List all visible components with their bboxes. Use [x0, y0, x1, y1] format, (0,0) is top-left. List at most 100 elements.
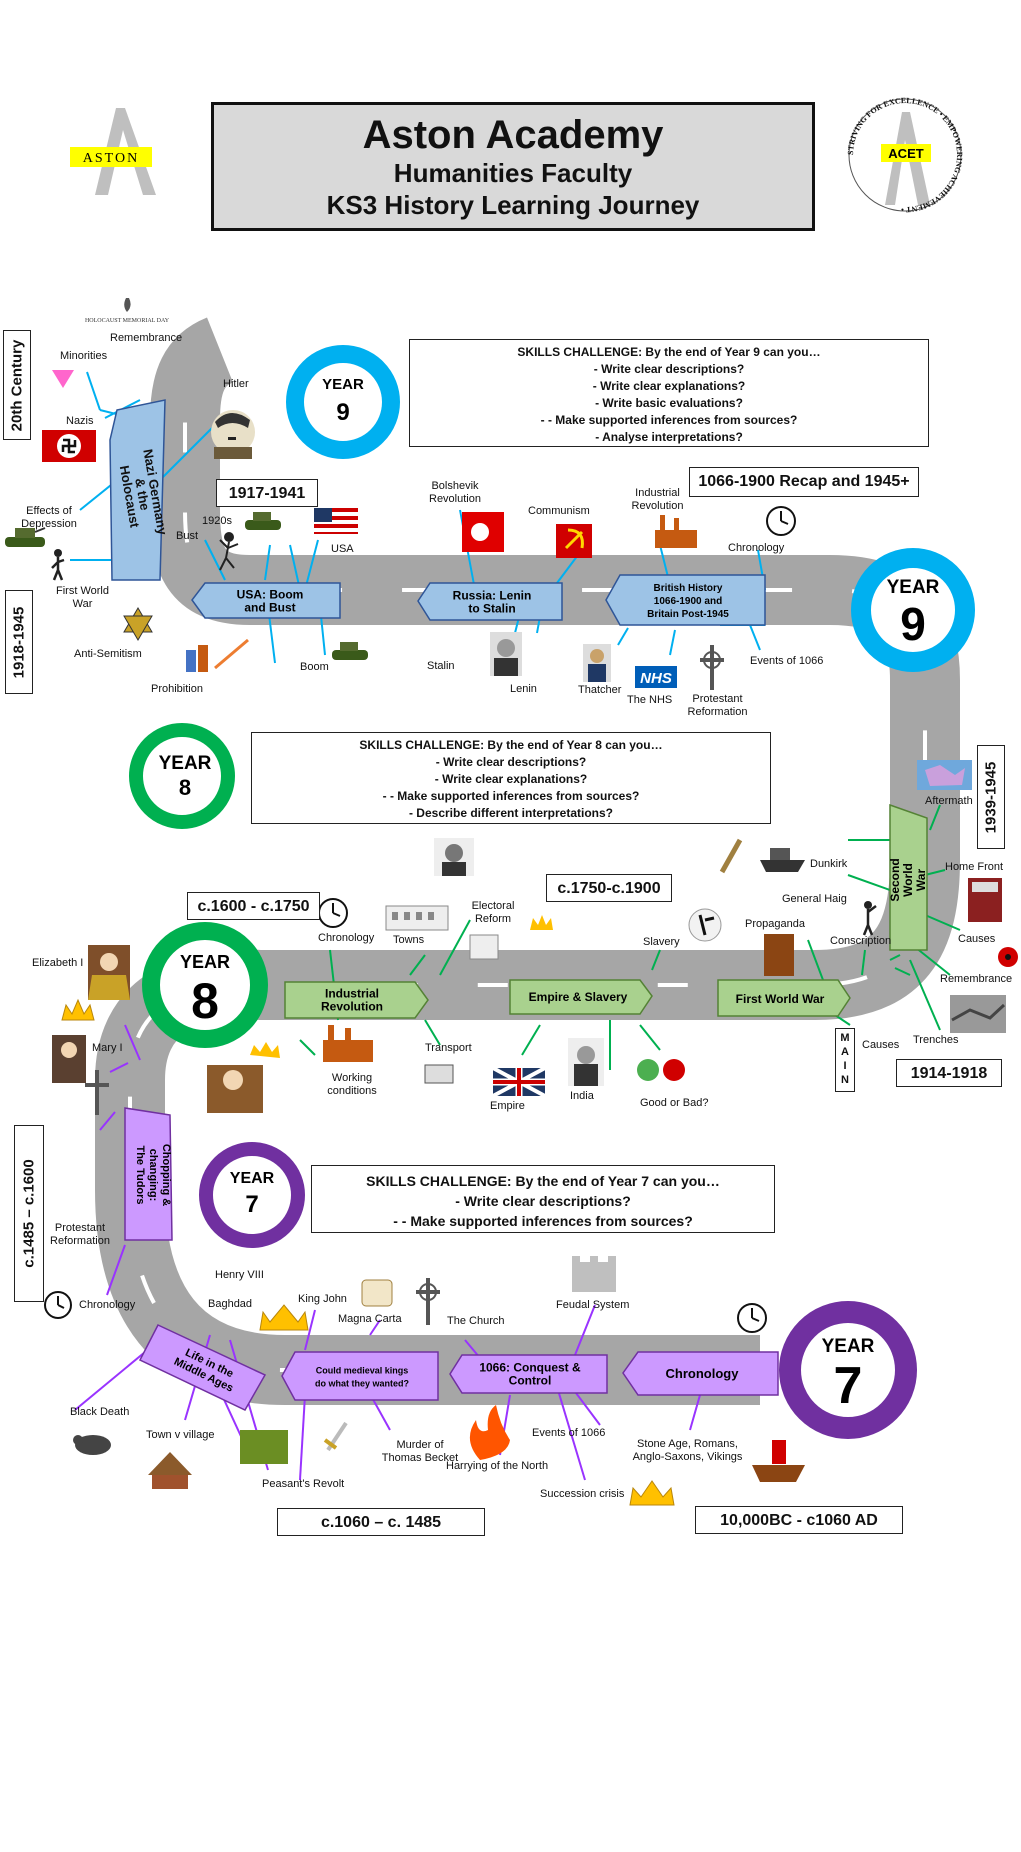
skills-challenge-y9: SKILLS CHALLENGE: By the end of Year 9 c…: [409, 339, 929, 447]
topic-anti-semitism: Anti-Semitism: [74, 648, 142, 660]
topic-black-death: Black Death: [70, 1406, 130, 1418]
unit-tudors-label: Chopping &changing:The Tudors: [134, 1144, 172, 1206]
holocaust-memorial-icon: HOLOCAUST MEMORIAL DAY: [85, 298, 170, 324]
topic-baghdad: Baghdad: [208, 1298, 253, 1310]
topic-protestant-reformation-y7: Protestant Reformation: [50, 1222, 110, 1247]
magna-carta-scroll-icon: [361, 1279, 393, 1307]
castle-icon: [572, 1256, 616, 1292]
skills-y9-item: - Write clear explanations?: [592, 379, 746, 393]
topic-working-conditions: Working conditions: [327, 1072, 377, 1097]
year8-big-badge: YEAR 8: [142, 922, 268, 1048]
crown-icon-tudor: [61, 998, 95, 1021]
henry-viii-portrait-icon: [207, 1042, 280, 1113]
peasants-revolt-icon: [240, 1430, 288, 1464]
tank-icon-boom: [332, 642, 368, 660]
skills-y9-item: - Write basic evaluations?: [595, 396, 743, 410]
topic-chronology-y7: Chronology: [79, 1299, 136, 1311]
topic-good-or-bad: Good or Bad?: [640, 1097, 709, 1109]
topic-magna-carta: Magna Carta: [338, 1313, 402, 1325]
topic-feudal-system: Feudal System: [556, 1299, 630, 1311]
topic-events-1066-y9: Events of 1066: [750, 655, 824, 667]
y8-big-word: YEAR: [180, 952, 230, 972]
unit-nazi-germany[interactable]: Nazi Germany& theHolocaust: [109, 399, 170, 581]
topic-king-john: King John: [298, 1293, 347, 1305]
hitler-portrait-icon: [211, 410, 255, 459]
y8-small-word: YEAR: [159, 753, 212, 774]
topic-1920s: 1920s: [202, 515, 232, 527]
topic-chronology-y8: Chronology: [318, 932, 375, 944]
skills-y8-item: - Write clear explanations?: [434, 772, 588, 786]
topic-causes-ww1: Causes: [862, 1039, 900, 1051]
unit-1066-conquest[interactable]: 1066: Conquest &Control: [449, 1354, 608, 1394]
y7-small-num: 7: [245, 1191, 258, 1218]
thumbs-up-down-icon: [637, 1059, 685, 1081]
soldier-bayonet-icon: [719, 838, 743, 874]
topic-empire: Empire: [490, 1100, 525, 1112]
topic-trenches: Trenches: [913, 1034, 959, 1046]
skills-y8-item: - Describe different interpretations?: [408, 806, 614, 820]
viking-ship-icon: [752, 1440, 805, 1482]
unit-empire-label: Empire & Slavery: [529, 990, 628, 1004]
bottles-icon: [186, 638, 249, 672]
topic-causes-ww2: Causes: [958, 933, 996, 945]
steam-train-icon: [424, 1064, 454, 1084]
unit-first-world-war[interactable]: First World War: [717, 979, 851, 1017]
trenches-photo-icon: [950, 995, 1006, 1033]
unit-empire-slavery[interactable]: Empire & Slavery: [509, 979, 653, 1015]
date-c1060-c1485: c.1060 – c. 1485: [277, 1508, 485, 1536]
year7-small-badge: YEAR 7: [199, 1142, 305, 1248]
clock-icon-y7: [44, 1291, 72, 1319]
unit-second-world-war[interactable]: SecondWorldWar: [888, 803, 928, 951]
mary-portrait-icon: [52, 1035, 86, 1083]
clock-icon-y9: [766, 506, 796, 536]
cross-icon-tudor: [85, 1070, 109, 1115]
topic-general-haig: General Haig: [782, 893, 847, 905]
propaganda-poster-icon: [764, 934, 794, 976]
sword-icon: [323, 1421, 348, 1452]
home-front-poster-icon: [968, 878, 1002, 922]
skills-y8-title: SKILLS CHALLENGE: By the end of Year 8 c…: [359, 738, 663, 752]
topic-prohibition: Prohibition: [151, 683, 203, 695]
y9-small-word: YEAR: [322, 376, 364, 393]
year8-small-badge: YEAR 8: [129, 723, 235, 829]
unit-chronology-label: Chronology: [666, 1366, 740, 1381]
nhs-logo-text: NHS: [640, 670, 672, 687]
topic-electoral-reform: Electoral Reform: [471, 900, 515, 925]
date-c1750-c1900: c.1750-c.1900: [546, 874, 672, 902]
topic-minorities: Minorities: [60, 350, 108, 362]
label-1939-1945: 1939-1945: [977, 745, 1005, 849]
page-header: Aston Academy Humanities Faculty KS3 His…: [211, 102, 815, 231]
topic-boom: Boom: [300, 661, 329, 673]
rat-icon: [73, 1435, 111, 1455]
crown-icon-succession: [629, 1480, 675, 1506]
date-1917-1941: 1917-1941: [216, 479, 318, 507]
unit-tudors[interactable]: Chopping &changing:The Tudors: [124, 1107, 173, 1241]
factory-icon-y9: [655, 515, 697, 548]
topic-industrial-revolution-y9: Industrial Revolution: [631, 487, 684, 512]
topic-remembrance-top: Remembrance: [110, 332, 183, 344]
skills-y8-item: - - Make supported inferences from sourc…: [382, 789, 640, 803]
skills-challenge-y8: SKILLS CHALLENGE: By the end of Year 8 c…: [251, 732, 771, 824]
topic-conscription: Conscription: [830, 935, 892, 947]
page-subtitle: Humanities Faculty: [393, 158, 633, 188]
unit-conquest-label: 1066: Conquest &Control: [479, 1361, 581, 1388]
topic-thatcher: Thatcher: [578, 684, 622, 696]
pink-triangle-icon: [52, 370, 74, 388]
usa-flag-icon: [314, 508, 358, 534]
topic-propaganda: Propaganda: [745, 918, 805, 930]
skills-y9-item: - - Make supported inferences from sourc…: [540, 413, 798, 427]
hammer-sickle-icon: [556, 524, 592, 558]
unit-chronology[interactable]: Chronology: [622, 1351, 779, 1396]
ballot-box-icon: [469, 934, 499, 960]
bolshevik-poster-icon: [462, 512, 504, 552]
